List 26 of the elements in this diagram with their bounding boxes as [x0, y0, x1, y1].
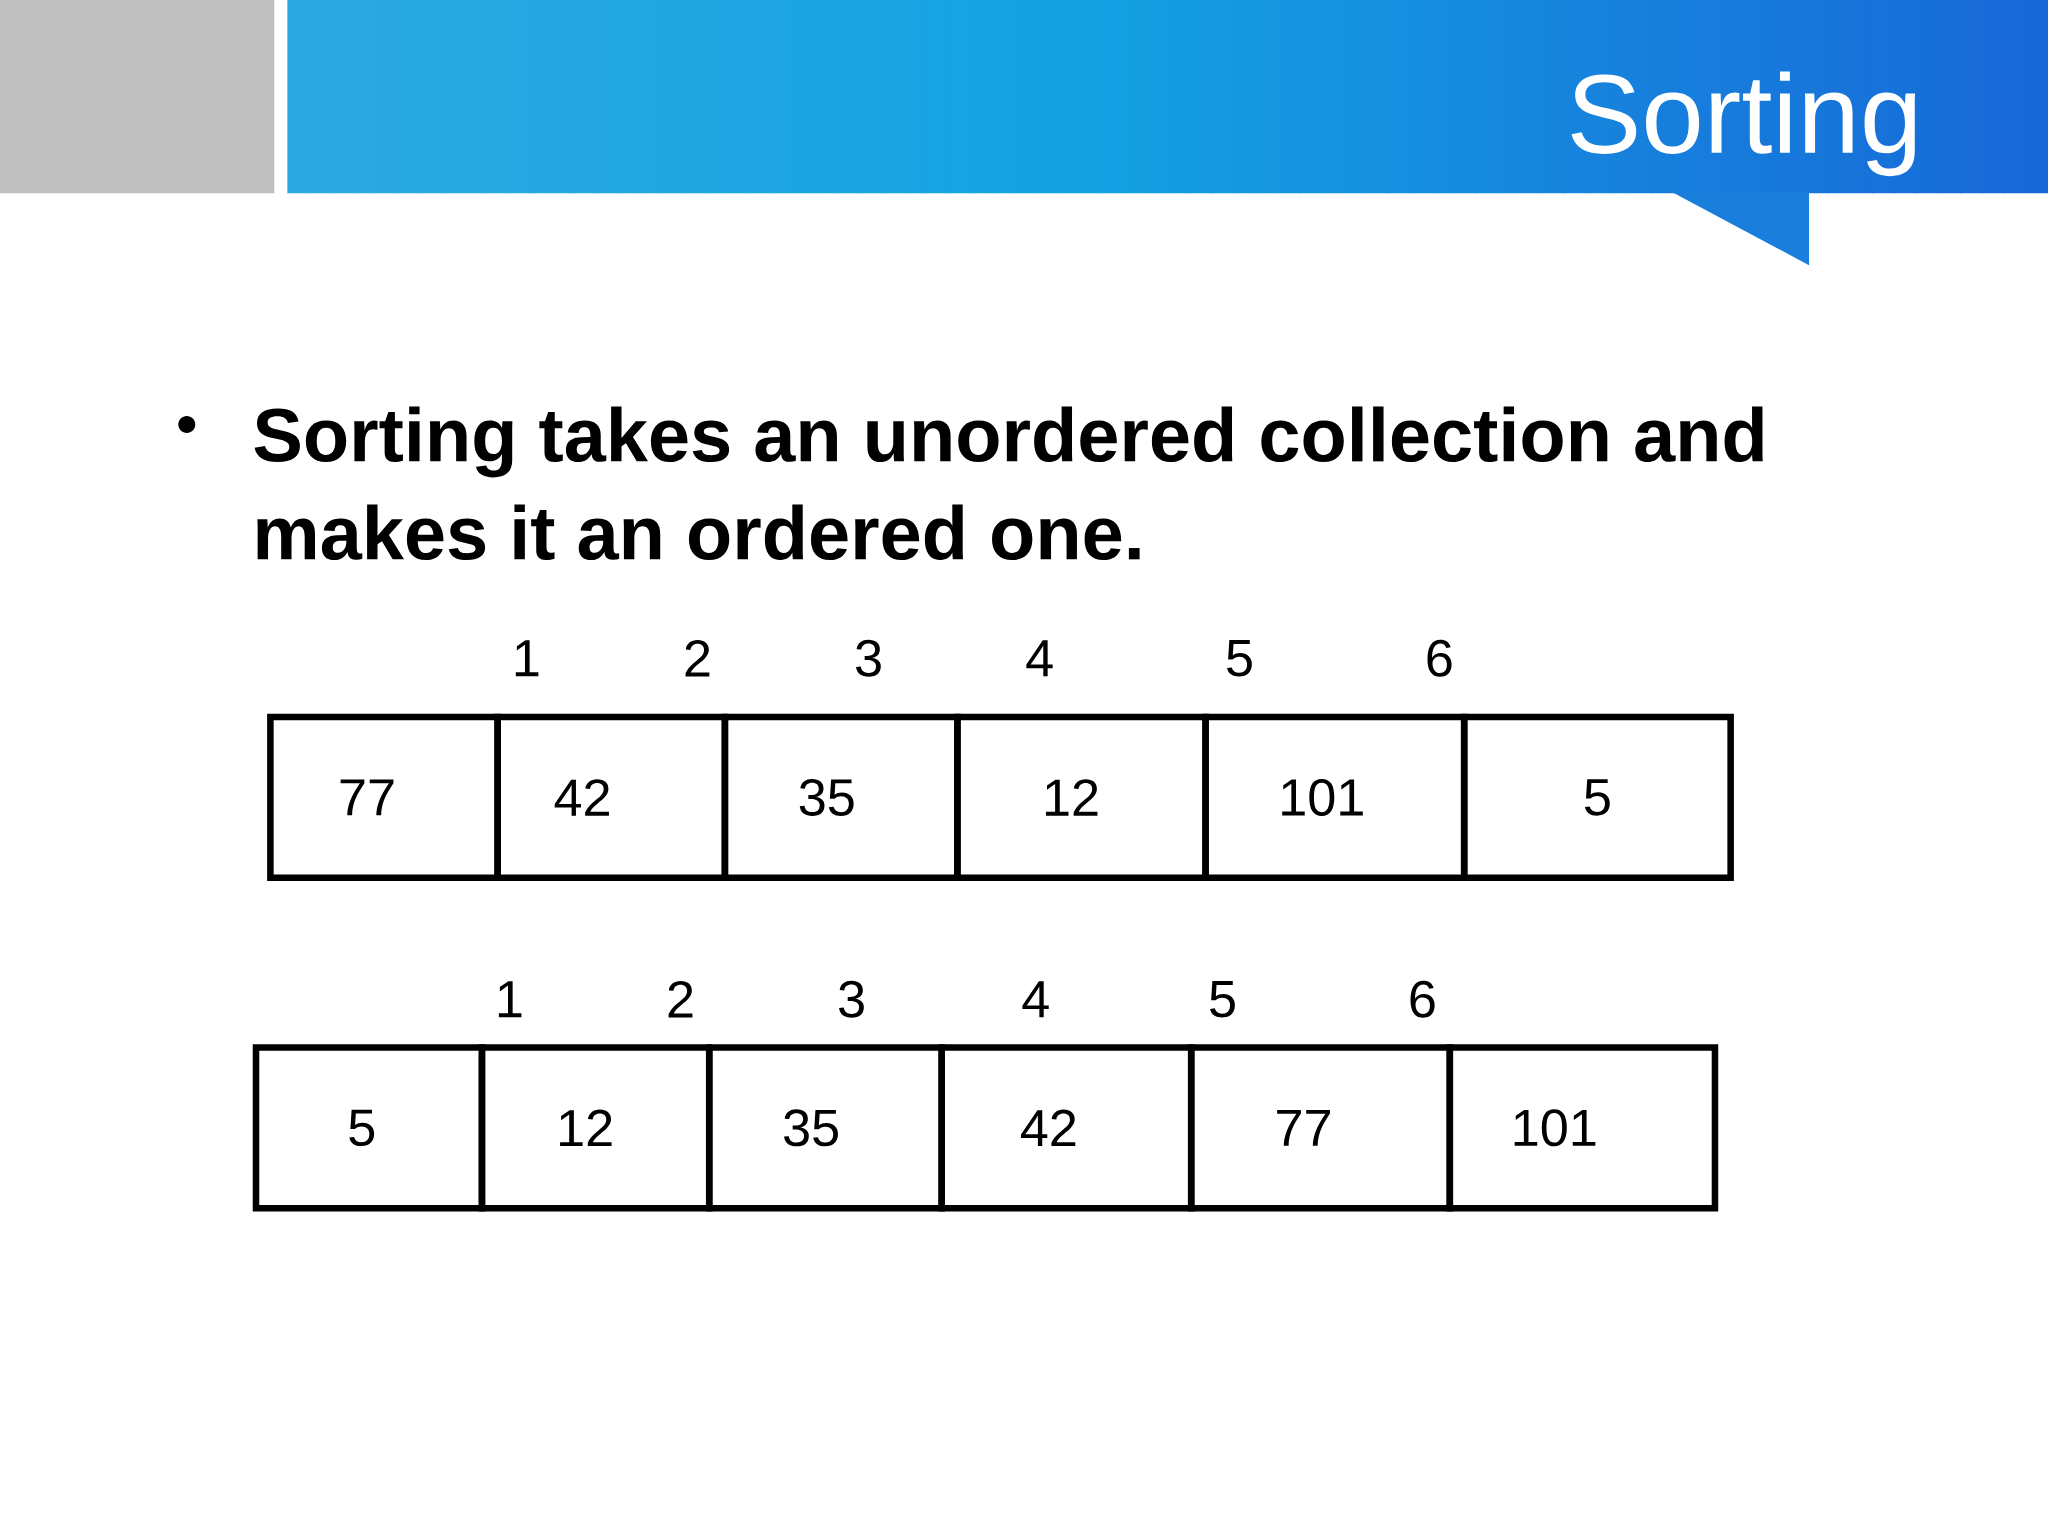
slide-title: Sorting [1571, 71, 1916, 177]
array-cell: 12 [478, 1044, 713, 1212]
array-cell: 77 [267, 713, 501, 881]
index-number: 3 [839, 980, 864, 1018]
index-number: 2 [668, 980, 693, 1018]
array-cell: 35 [721, 713, 961, 881]
index-number: 4 [1022, 981, 1049, 1018]
array-cell: 101 [1202, 713, 1468, 881]
index-number: 5 [1210, 981, 1235, 1018]
array-cell: 42 [494, 713, 729, 881]
index-number: 5 [1227, 640, 1252, 677]
index-number: 6 [1410, 980, 1435, 1018]
index-number: 4 [1026, 640, 1053, 677]
index-number: 3 [856, 639, 881, 677]
array-cell: 5 [252, 1044, 486, 1212]
index-number: 2 [685, 640, 710, 677]
array-cell: 12 [954, 713, 1209, 881]
index-number: 6 [1427, 639, 1452, 677]
bullet-text: Sorting takes an unordered collection and makes it an ordered one. [254, 406, 1763, 561]
array-cell: 101 [1446, 1044, 1719, 1212]
array-cell: 42 [938, 1044, 1195, 1212]
array-cell: 77 [1187, 1044, 1454, 1212]
array-cell: 5 [1460, 713, 1734, 881]
array-cell: 35 [705, 1044, 945, 1212]
index-number: 1 [515, 640, 539, 677]
index-number: 1 [498, 981, 522, 1018]
